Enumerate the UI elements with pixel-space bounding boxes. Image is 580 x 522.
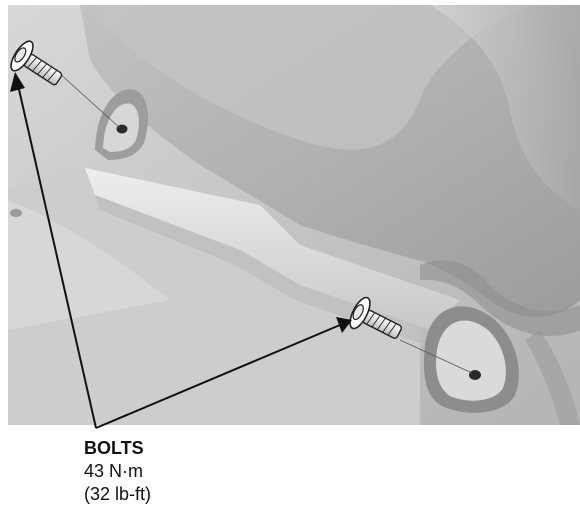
- floor-lower-area: [8, 165, 420, 425]
- leader-arrow-icon: [17, 84, 341, 429]
- floor-rail: [85, 168, 460, 330]
- floor-hole: [10, 209, 22, 217]
- leader-arrow-head: [336, 317, 352, 333]
- guide-line: [399, 339, 473, 374]
- callout-title: BOLTS: [84, 438, 144, 458]
- torque-metric: 43 N·m: [84, 461, 144, 481]
- left-mounting-bracket: [95, 89, 148, 160]
- bolts-callout: BOLTS 43 N·m (32 lb-ft): [84, 436, 151, 506]
- torque-imperial: (32 lb-ft): [84, 484, 152, 504]
- leader-arrow-head: [10, 72, 25, 92]
- bolt-icon: [349, 296, 403, 339]
- mounting-hole-icon: [469, 370, 481, 380]
- mounting-hole-icon: [116, 124, 128, 134]
- illustration-panel: [8, 5, 580, 425]
- bolt-icon: [10, 40, 63, 86]
- guide-line: [57, 71, 121, 129]
- right-mounting-bracket: [423, 306, 519, 413]
- right-rail: [525, 330, 580, 425]
